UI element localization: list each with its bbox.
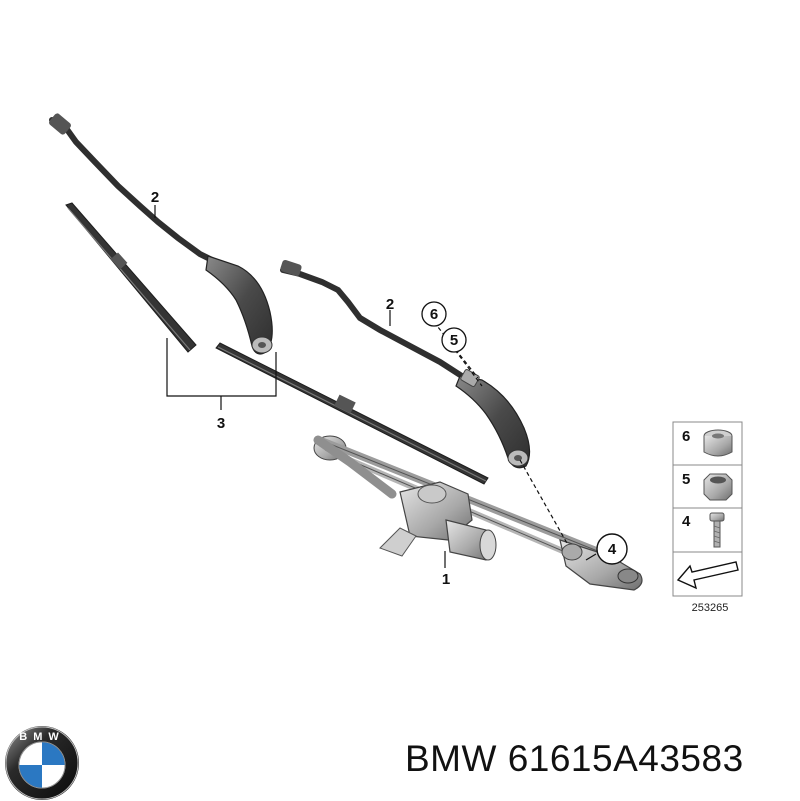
callout-2-left: 2 <box>151 189 159 206</box>
svg-text:6: 6 <box>682 428 690 445</box>
callout-5: 5 <box>441 327 467 353</box>
wiper-blade-right <box>215 342 489 485</box>
svg-text:4: 4 <box>608 541 617 558</box>
diagram-reference-number: 253265 <box>692 602 729 614</box>
direction-arrow-icon <box>676 561 739 590</box>
callout-2-right: 2 <box>386 296 394 313</box>
part-number-label: BMW 61615A43583 <box>405 738 744 779</box>
legend-item-6: 6 <box>682 428 733 457</box>
callout-1: 1 <box>442 571 450 588</box>
wiper-linkage-motor <box>313 435 643 591</box>
callout-6: 6 <box>421 301 447 327</box>
svg-text:3: 3 <box>217 415 225 432</box>
svg-text:6: 6 <box>430 306 438 323</box>
legend-item-4: 4 <box>682 512 725 548</box>
wiper-arm-right <box>280 259 531 469</box>
svg-text:5: 5 <box>682 471 690 488</box>
svg-text:2: 2 <box>151 189 159 206</box>
leader-lines <box>154 205 597 568</box>
wiper-arm-left <box>49 113 273 355</box>
svg-text:1: 1 <box>442 571 450 588</box>
callout-4: 4 <box>596 533 628 565</box>
svg-text:4: 4 <box>682 513 691 530</box>
parts-legend: 6 5 4 253265 <box>672 421 743 614</box>
legend-item-5: 5 <box>682 471 733 501</box>
wiper-blade-left <box>65 202 197 353</box>
svg-text:2: 2 <box>386 296 394 313</box>
bmw-logo: BMW <box>5 726 79 800</box>
bmw-logo-letters: BMW <box>19 731 65 743</box>
callout-3: 3 <box>217 415 225 432</box>
svg-text:5: 5 <box>450 332 458 349</box>
